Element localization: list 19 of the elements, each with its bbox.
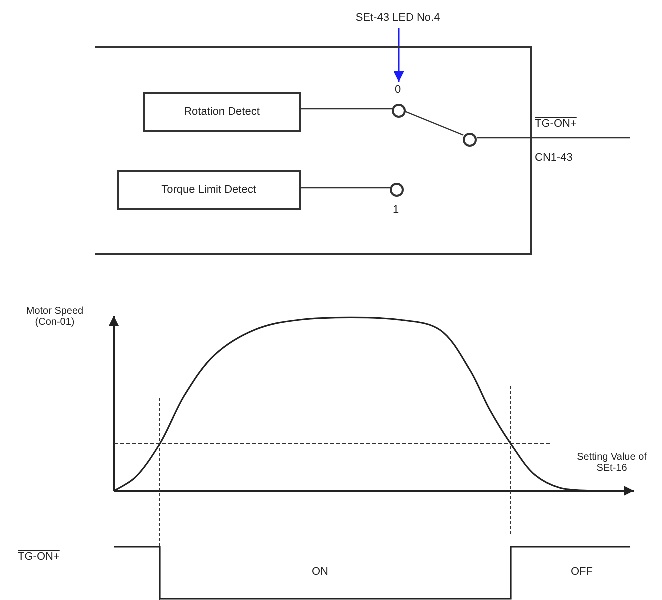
state-label: OFF	[571, 566, 593, 579]
wire	[301, 108, 392, 110]
connector-pin: CN1-43	[535, 152, 573, 165]
threshold-label: Setting Value of SEt-16	[576, 452, 648, 474]
signal-name: TG-ON+	[535, 118, 577, 131]
arrow	[394, 28, 404, 82]
wire	[477, 137, 630, 139]
axis-label: Motor Speed (Con-01)	[25, 306, 85, 328]
contact-number: 1	[393, 204, 400, 217]
state-label: ON	[312, 566, 328, 579]
wire	[405, 111, 464, 136]
enclosure-frame	[95, 46, 532, 255]
led-label: SEt-43 LED No.4	[336, 10, 460, 26]
switch-contact	[391, 84, 407, 118]
process-box: Rotation Detect	[143, 92, 301, 132]
wire	[301, 187, 390, 189]
signal-name: TG-ON+	[18, 551, 60, 564]
contact-number: 0	[395, 84, 402, 97]
process-box: Torque Limit Detect	[117, 170, 301, 210]
